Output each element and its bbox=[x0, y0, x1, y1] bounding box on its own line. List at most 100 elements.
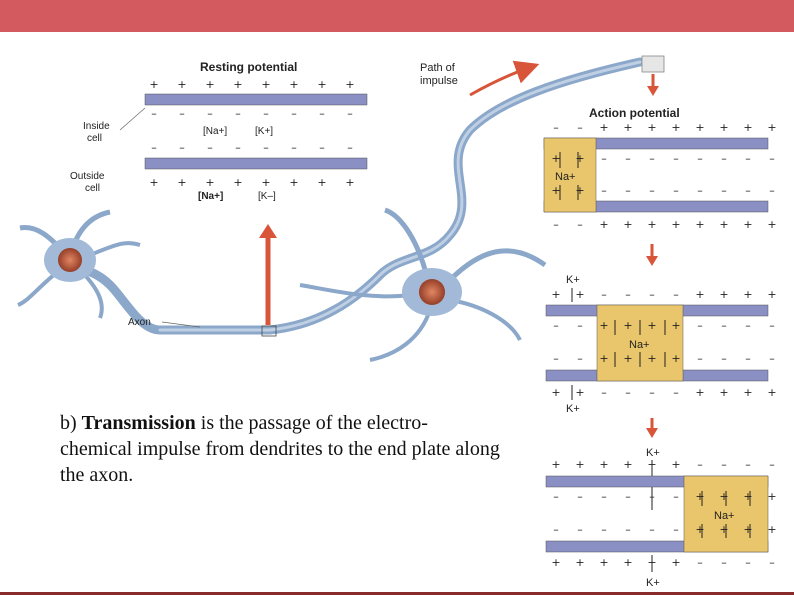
minus-sign: – bbox=[553, 121, 559, 134]
plus-sign: + bbox=[695, 121, 704, 134]
plus-sign: + bbox=[647, 458, 656, 471]
minus-sign: – bbox=[673, 288, 679, 301]
plus-sign: + bbox=[623, 319, 632, 332]
minus-sign: – bbox=[207, 141, 213, 154]
minus-sign: – bbox=[649, 288, 655, 301]
plus-sign: + bbox=[623, 352, 632, 365]
stage1-bottom-signs: ––++++++++ bbox=[553, 218, 776, 231]
stage3-inside-signs-row2: ––––––++++ bbox=[553, 523, 776, 536]
minus-sign: – bbox=[151, 107, 157, 120]
minus-sign: – bbox=[721, 458, 727, 471]
minus-sign: – bbox=[769, 458, 775, 471]
caption-paragraph: b) Transmission is the passage of the el… bbox=[60, 410, 500, 488]
plus-sign: + bbox=[695, 490, 704, 503]
minus-sign: – bbox=[577, 121, 583, 134]
minus-sign: – bbox=[553, 319, 559, 332]
minus-sign: – bbox=[649, 386, 655, 399]
minus-sign: – bbox=[673, 523, 679, 536]
plus-sign: + bbox=[743, 121, 752, 134]
minus-sign: – bbox=[319, 107, 325, 120]
plus-sign: + bbox=[551, 184, 560, 197]
minus-sign: – bbox=[347, 107, 353, 120]
stage-arrow-2-head bbox=[646, 428, 658, 438]
minus-sign: – bbox=[625, 288, 631, 301]
minus-sign: – bbox=[625, 152, 631, 165]
minus-sign: – bbox=[625, 523, 631, 536]
plus-sign: + bbox=[261, 78, 270, 91]
minus-sign: – bbox=[319, 141, 325, 154]
plus-sign: + bbox=[767, 490, 776, 503]
minus-sign: – bbox=[207, 107, 213, 120]
plus-sign: + bbox=[719, 288, 728, 301]
plus-sign: + bbox=[599, 121, 608, 134]
stage2-na-label: Na+ bbox=[629, 339, 650, 351]
plus-sign: + bbox=[205, 78, 214, 91]
axon-label: Axon bbox=[128, 317, 151, 328]
plus-sign: + bbox=[671, 218, 680, 231]
stage2-inside-signs-row2: ––++++–––– bbox=[553, 352, 775, 365]
minus-sign: – bbox=[745, 556, 751, 569]
plus-sign: + bbox=[205, 176, 214, 189]
plus-sign: + bbox=[289, 78, 298, 91]
plus-sign: + bbox=[719, 523, 728, 536]
resting-inside-minus-row2: –––––––– bbox=[151, 141, 353, 154]
stage3-bottom-signs: ++++++–––– bbox=[551, 556, 774, 569]
plus-sign: + bbox=[743, 523, 752, 536]
minus-sign: – bbox=[291, 107, 297, 120]
stage3-na-label: Na+ bbox=[714, 510, 735, 522]
neuron-illustration bbox=[17, 57, 645, 362]
plus-sign: + bbox=[551, 386, 560, 399]
soma-nucleus-left bbox=[58, 248, 82, 272]
plus-sign: + bbox=[767, 121, 776, 134]
plus-sign: + bbox=[695, 523, 704, 536]
minus-sign: – bbox=[697, 152, 703, 165]
plus-sign: + bbox=[719, 386, 728, 399]
plus-sign: + bbox=[767, 386, 776, 399]
minus-sign: – bbox=[673, 184, 679, 197]
plus-sign: + bbox=[767, 288, 776, 301]
minus-sign: – bbox=[553, 523, 559, 536]
minus-sign: – bbox=[673, 386, 679, 399]
stage2-bottom-signs: ++––––++++ bbox=[551, 386, 776, 399]
minus-sign: – bbox=[721, 556, 727, 569]
plus-sign: + bbox=[623, 218, 632, 231]
na-outside-label: [Na+] bbox=[198, 191, 223, 202]
soma-nucleus-right bbox=[419, 279, 445, 305]
stage1-top-signs: ––++++++++ bbox=[553, 121, 776, 134]
plus-sign: + bbox=[743, 386, 752, 399]
plus-sign: + bbox=[289, 176, 298, 189]
plus-sign: + bbox=[575, 152, 584, 165]
minus-sign: – bbox=[649, 523, 655, 536]
caption-bold-term: Transmission bbox=[81, 412, 196, 434]
action-potential-title: Action potential bbox=[589, 106, 680, 120]
plus-sign: + bbox=[177, 78, 186, 91]
minus-sign: – bbox=[721, 184, 727, 197]
stage2-k-top-label: K+ bbox=[566, 274, 580, 286]
action-stage-3: Na+ bbox=[545, 475, 769, 553]
plus-sign: + bbox=[551, 288, 560, 301]
plus-sign: + bbox=[575, 556, 584, 569]
action-stage-1: Na+ bbox=[543, 137, 769, 213]
minus-sign: – bbox=[697, 458, 703, 471]
stage1-inside-signs-row2: ++–––––––– bbox=[551, 184, 774, 197]
minus-sign: – bbox=[697, 352, 703, 365]
plus-sign: + bbox=[647, 319, 656, 332]
minus-sign: – bbox=[151, 141, 157, 154]
stage3-k-bottom-label: K+ bbox=[646, 577, 660, 589]
caption-text: is the passage of the electro-chemical i… bbox=[60, 412, 500, 486]
minus-sign: – bbox=[769, 152, 775, 165]
plus-sign: + bbox=[317, 78, 326, 91]
minus-sign: – bbox=[721, 352, 727, 365]
axon-section-marker bbox=[261, 325, 277, 337]
plus-sign: + bbox=[575, 386, 584, 399]
plus-sign: + bbox=[599, 458, 608, 471]
plus-sign: + bbox=[671, 458, 680, 471]
minus-sign: – bbox=[745, 319, 751, 332]
plus-sign: + bbox=[719, 121, 728, 134]
minus-sign: – bbox=[673, 152, 679, 165]
minus-sign: – bbox=[235, 141, 241, 154]
plus-sign: + bbox=[671, 352, 680, 365]
minus-sign: – bbox=[745, 184, 751, 197]
stage3-inside-signs-row1: ––––––++++ bbox=[553, 490, 776, 503]
